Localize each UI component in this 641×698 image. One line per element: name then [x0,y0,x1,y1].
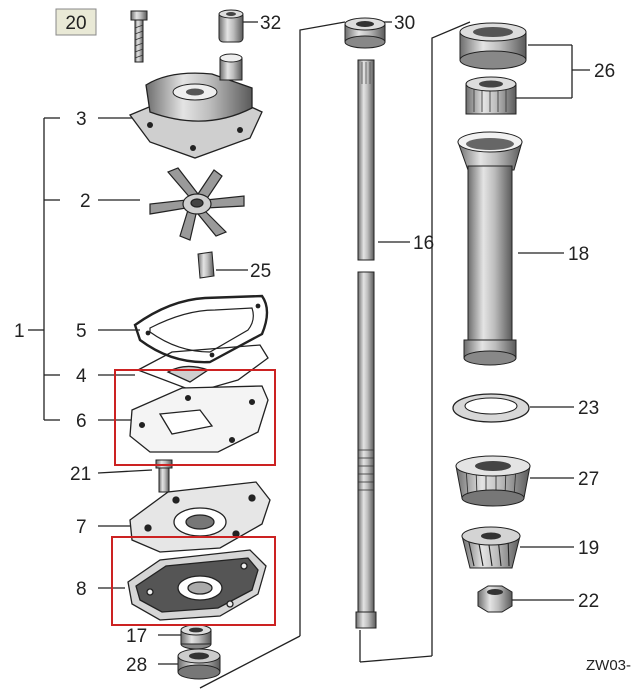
callout-20-box [55,8,97,36]
grommet-32-icon [218,9,244,43]
seal-plate-8-icon [127,549,267,621]
callout-28: 28 [126,655,147,676]
callout-27: 27 [578,469,599,490]
callout-18: 18 [568,244,589,265]
pump-housing-3-icon [128,53,263,159]
callout-6: 6 [76,411,87,432]
seal-17-icon [180,624,212,650]
drawing-code: ZW03- [586,657,631,674]
key-25-icon [197,251,215,279]
callout-20: 20 [65,13,86,34]
callout-19: 19 [578,538,599,559]
washer-23-icon [452,393,530,423]
callout-7: 7 [76,517,87,538]
nut-22-icon [477,585,513,613]
callout-26: 26 [594,61,615,82]
callout-22: 22 [578,591,599,612]
gasket-5-icon [133,294,269,364]
callout-3: 3 [76,109,87,130]
callout-25: 25 [250,261,271,282]
highlight-box-seal-plate-8 [111,536,276,626]
plate-gasket-6-icon [129,385,269,453]
drive-shaft-16-icon [355,59,377,629]
callout-23: 23 [578,398,599,419]
bushing-26-icon [459,22,527,115]
callout-labels: 20 32 30 26 3 2 25 16 18 1 5 4 6 23 21 2… [14,13,615,676]
bolt-20-icon [130,10,148,63]
tapered-bearing-27-icon [455,455,531,507]
impeller-2-icon [149,167,245,241]
callout-1: 1 [14,321,25,342]
callout-30: 30 [394,13,415,34]
bearing-28-icon [177,648,221,680]
pinion-gear-19-icon [461,526,521,569]
callout-17: 17 [126,626,147,647]
bushing-30-icon [344,17,386,49]
callout-4: 4 [76,366,87,387]
callout-32: 32 [260,13,281,34]
callout-16: 16 [413,233,434,254]
callout-8: 8 [76,579,87,600]
leader-lines [28,21,590,689]
callout-21: 21 [70,464,91,485]
callout-5: 5 [76,321,87,342]
plate-7-icon [129,481,271,553]
callout-2: 2 [80,191,91,212]
tube-18-icon [457,131,523,366]
highlight-box-gasket-6 [114,369,276,466]
